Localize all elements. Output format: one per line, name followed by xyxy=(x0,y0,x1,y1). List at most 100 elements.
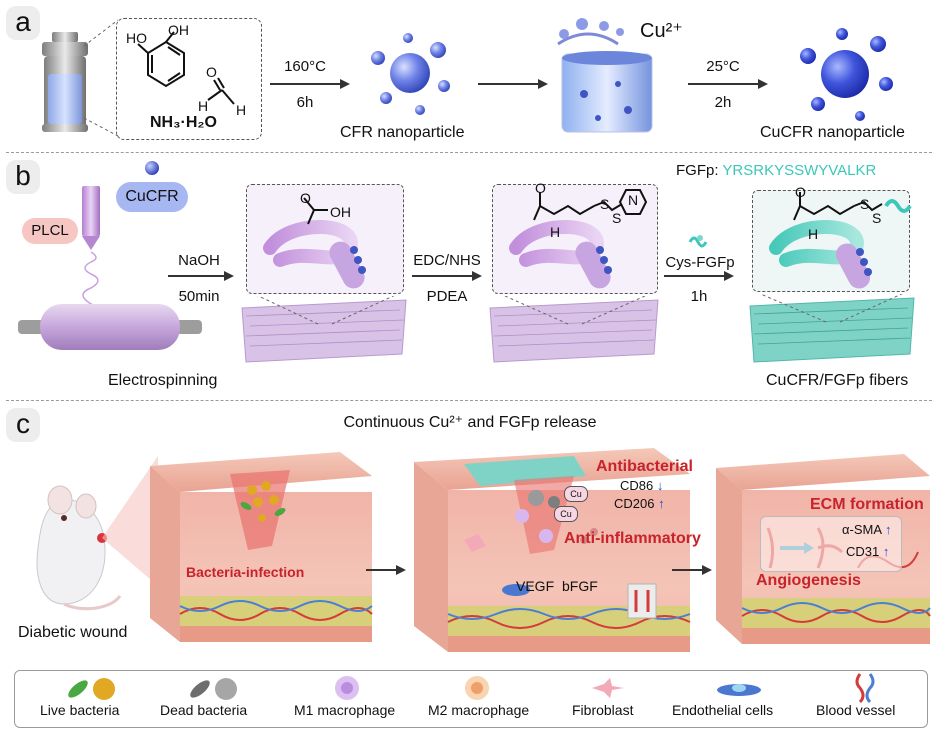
atom-s1-b2: S xyxy=(600,196,610,212)
fiber-mat-3 xyxy=(749,294,915,363)
atom-o-b2: O xyxy=(535,180,546,196)
antibacterial-label: Antibacterial xyxy=(596,458,693,475)
cucfr-fgfp-fibers-label: CuCFR/FGFp fibers xyxy=(766,372,909,389)
atom-n-b2: N xyxy=(628,192,639,208)
marker-box xyxy=(760,516,902,572)
m1-macrophage-icon xyxy=(335,676,359,700)
cucfr-bubble xyxy=(116,182,188,212)
fiber-fgfp xyxy=(769,192,912,289)
fibroblast-icon xyxy=(592,678,624,698)
endothelial-cells-icon xyxy=(717,684,761,696)
wound-zoom-cone xyxy=(102,456,158,586)
diabetic-wound-label: Diabetic wound xyxy=(18,624,128,641)
legend-m2-macrophage: M2 macrophage xyxy=(428,702,530,718)
skin-block-treated xyxy=(414,448,691,652)
arrow-b1 xyxy=(168,271,234,281)
fiber-mat-2 xyxy=(489,296,659,363)
step1-time: 6h xyxy=(296,94,314,111)
catechol-structure xyxy=(137,31,185,88)
atom-o-b3: O xyxy=(795,184,806,200)
autoclave-icon xyxy=(42,32,88,132)
edc-nhs-label: EDC/NHS xyxy=(413,252,481,269)
angiogenesis-label: Angiogenesis xyxy=(756,572,861,589)
electrospinning-apparatus xyxy=(18,161,202,350)
separator-ab xyxy=(6,152,932,153)
down-arrow-icon: ↓ xyxy=(656,478,664,493)
cu-ion-badge-1: Cu xyxy=(564,486,588,502)
fgfp-sequence: YRSRKYSSWYVALKR xyxy=(722,162,877,179)
step2-time: 2h xyxy=(714,94,732,111)
atom-ho: HO xyxy=(126,30,147,46)
cucfr-bubble-text: CuCFR xyxy=(125,188,179,205)
fiber-pdea xyxy=(509,189,648,289)
cd86-text: CD86 xyxy=(620,478,654,493)
legend-m1-macrophage: M1 macrophage xyxy=(294,702,396,718)
atom-h-b2: H xyxy=(550,224,561,240)
atom-o: O xyxy=(206,64,217,80)
cys-fgfp-time: 1h xyxy=(690,288,708,305)
electrospinning-label: Electrospinning xyxy=(108,372,218,389)
reagent-ammonia: NH₃·H₂O xyxy=(150,114,217,131)
vegf-label: VEGF xyxy=(516,578,555,594)
reagent-box xyxy=(116,18,262,140)
panel-c-title: Continuous Cu²⁺ and FGFp release xyxy=(343,414,597,431)
legend-box xyxy=(14,670,928,728)
atom-s2-b2: S xyxy=(612,210,622,226)
panel-a-label: a xyxy=(6,6,40,40)
legend-fibroblast: Fibroblast xyxy=(572,702,634,718)
bfgf-label: bFGF xyxy=(562,578,598,594)
arrow-b3 xyxy=(664,271,734,281)
cu-ion-badge-2: Cu xyxy=(554,506,578,522)
cd31-text: CD31 xyxy=(846,544,880,559)
cucfr-nanoparticles xyxy=(800,28,893,121)
step2-temp: 25°C xyxy=(706,58,740,75)
fiber-carboxyl xyxy=(263,197,366,289)
anti-inflammatory-label: Anti-inflammatory xyxy=(564,530,701,547)
up-arrow-icon: ↑ xyxy=(884,522,892,537)
naoh-label: NaOH xyxy=(178,252,220,269)
arrow-a2 xyxy=(478,79,548,89)
atom-oh-b1: OH xyxy=(330,204,351,220)
cd86-label: CD86 ↓ xyxy=(620,478,663,493)
cd31-label: CD31 ↑ xyxy=(846,544,889,559)
separator-bc xyxy=(6,400,932,401)
bacteria-infection-label: Bacteria-infection xyxy=(186,564,305,580)
fgfp-prefix: FGFp: xyxy=(676,162,723,179)
cfr-nanoparticles xyxy=(371,33,450,115)
legend-live-bacteria: Live bacteria xyxy=(40,702,120,718)
cu-ion-label: Cu²⁺ xyxy=(640,20,683,42)
asma-text: α-SMA xyxy=(842,522,882,537)
arrow-b2 xyxy=(412,271,482,281)
plcl-label xyxy=(22,218,78,244)
ecm-formation-label: ECM formation xyxy=(810,496,924,513)
beaker-icon xyxy=(557,18,653,133)
legend-blood-vessel: Blood vessel xyxy=(816,702,896,718)
fgfp-sequence-line: FGFp: YRSRKYSSWYVALKR xyxy=(676,162,876,179)
up-arrow-icon: ↑ xyxy=(658,496,665,511)
up-arrow-icon: ↑ xyxy=(882,544,890,559)
atom-h-b3: H xyxy=(808,226,819,242)
legend-dead-bacteria: Dead bacteria xyxy=(160,702,248,718)
arrow-a3 xyxy=(688,79,768,89)
atom-oh: OH xyxy=(168,22,189,38)
atom-o-b1: O xyxy=(300,190,311,206)
atom-h-right: H xyxy=(236,102,247,118)
fiber-mat-1 xyxy=(241,296,407,363)
cucfr-nanoparticle-label: CuCFR nanoparticle xyxy=(760,124,905,141)
atom-h-left: H xyxy=(198,98,209,114)
cfr-nanoparticle-label: CFR nanoparticle xyxy=(340,124,465,141)
mouse-icon xyxy=(36,485,122,611)
arrow-a1 xyxy=(270,79,350,89)
reaction-zoom-lines xyxy=(84,19,119,137)
asma-label: α-SMA ↑ xyxy=(842,522,891,537)
step1-temp: 160°C xyxy=(284,58,326,75)
blood-vessel-icon xyxy=(855,673,875,704)
atom-s2-b3: S xyxy=(872,210,882,226)
arrow-c1 xyxy=(366,565,406,575)
cd206-label: CD206 ↑ xyxy=(614,496,665,511)
panel-c-label: c xyxy=(6,408,40,442)
pdea-label: PDEA xyxy=(426,288,468,305)
cd206-text: CD206 xyxy=(614,496,655,511)
skin-block-infected xyxy=(150,452,373,642)
m2-macrophage-icon xyxy=(465,676,489,700)
